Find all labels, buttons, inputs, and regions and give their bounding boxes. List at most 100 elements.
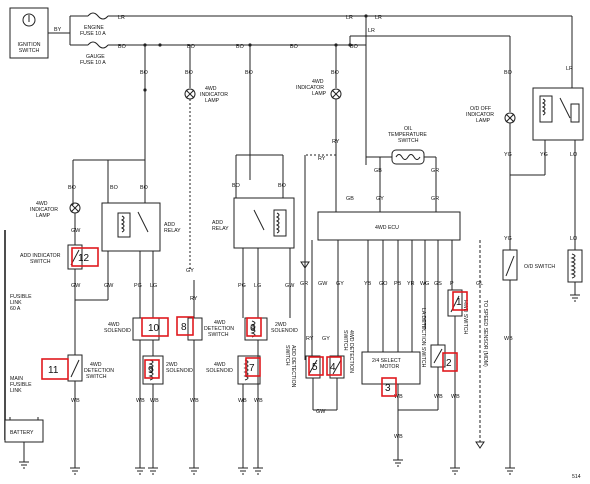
wire-code: LG [254, 283, 261, 289]
callout-1: 1 [452, 291, 468, 311]
wire-code: YB [364, 281, 372, 287]
wire-code: GB [374, 168, 382, 174]
la-detection-switch-label: LA DETECTION SWITCH [420, 308, 426, 368]
wire-code: WB [504, 336, 513, 342]
wire-code: BO [278, 183, 286, 189]
wire-code: GR [300, 281, 308, 287]
wire-code: GS [434, 281, 442, 287]
wire-code: GY [376, 196, 384, 202]
wire-code: GW [285, 283, 295, 289]
wire-code: WB [394, 394, 403, 400]
wire-code: BO [245, 70, 253, 76]
od-relay-box [532, 87, 584, 141]
wire-code: BO [110, 185, 118, 191]
callout-5: 5 [308, 356, 324, 376]
wire-code: GR [431, 168, 439, 174]
callout-8: 8 [176, 316, 194, 336]
wire-code: LO [570, 236, 577, 242]
wire-code: LO [570, 152, 577, 158]
wire-code: GW [318, 281, 328, 287]
ecu-label: 4WD ECU [375, 225, 399, 231]
wire-code: WB [254, 398, 263, 404]
wire-code: PB [394, 281, 402, 287]
svg-text:12: 12 [78, 253, 90, 264]
wire-code: P [450, 281, 454, 287]
callout-3: 3 [381, 377, 397, 397]
wire-code: BO [185, 70, 193, 76]
detection-switch-4wd-v-label: 4WD DETECTIONSWITCH [342, 330, 354, 373]
detection-switch-mid-box [187, 317, 203, 341]
wire-code: GW [316, 409, 326, 415]
add-relay-right-box [233, 197, 295, 249]
wire-code: YG [504, 152, 512, 158]
wire-code: BO [140, 70, 148, 76]
wire-code: WB [238, 398, 247, 404]
callout-2: 2 [442, 352, 458, 372]
wire-code: BO [236, 44, 244, 50]
ecu-box [317, 211, 461, 241]
callout-9: 9 [144, 359, 160, 379]
svg-text:7: 7 [249, 363, 255, 374]
wire-code: BO [331, 70, 339, 76]
svg-text:2: 2 [446, 358, 452, 369]
od-switch-label: O/D SWITCH [524, 264, 555, 270]
wire-code: GL [476, 281, 483, 287]
callout-6: 6 [246, 317, 262, 337]
svg-text:10: 10 [148, 323, 160, 334]
wire-code: RY [190, 296, 198, 302]
engine-fuse-symbol [87, 12, 109, 20]
wire-code: GY [322, 336, 330, 342]
wire-code: WB [190, 398, 199, 404]
wire-code: GW [71, 283, 81, 289]
wire-code: WB [136, 398, 145, 404]
svg-text:11: 11 [48, 365, 59, 376]
callout-11: 11 [41, 358, 69, 380]
wire-code: RY [332, 139, 340, 145]
wire-code: GY [186, 268, 194, 274]
speed-sensor-label: TO SPEED SENSOR (MDM) [482, 300, 488, 367]
wire-code: LR [566, 66, 573, 72]
wire-code: YG [504, 236, 512, 242]
wire-code: WB [434, 394, 443, 400]
wire-code: LR [375, 15, 382, 21]
select-motor-box [361, 351, 421, 385]
gauge-fuse-symbol [87, 41, 109, 49]
wire-code: BO [187, 44, 195, 50]
add-detection-switch-label: ADD DETECTIONSWITCH [284, 345, 296, 388]
wire-code: BO [140, 185, 148, 191]
add-relay-left-box [101, 202, 161, 252]
svg-text:5: 5 [312, 362, 318, 373]
wire-code: GY [336, 281, 344, 287]
wire-code: PG [238, 283, 246, 289]
od-solenoid-box [567, 249, 583, 283]
page-number: 514 [572, 474, 581, 480]
wire-code: LR [368, 28, 375, 34]
callout-7: 7 [245, 357, 261, 377]
svg-text:3: 3 [385, 383, 391, 394]
wire-code: WB [451, 394, 460, 400]
wire-code: GW [104, 283, 114, 289]
wire-code: LR [346, 15, 353, 21]
wire-code: YG [540, 152, 548, 158]
